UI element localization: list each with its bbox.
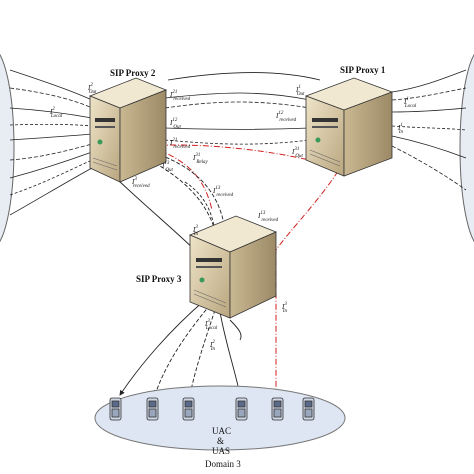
phone-icon [302,397,315,421]
domain3-caption: Domain 3 [205,459,241,469]
proxy2-title: SIP Proxy 2 [110,68,156,78]
domain3-uac: UAC [212,426,231,436]
phone-icon [271,397,284,421]
proxy1-server [304,77,394,177]
proxy1-title: SIP Proxy 1 [340,65,386,75]
left-domain-cloud [0,53,15,243]
right-domain-cloud [459,53,474,243]
left-flow-lines [9,69,93,216]
proxy3-server [188,215,278,319]
proxy2-proxy1-links [164,72,321,145]
right-flow-lines [391,69,467,191]
domain3-amp: & [217,436,224,446]
proxy2-server [88,77,168,183]
phone-icon [109,397,122,421]
phones [109,397,315,421]
phone-icon [182,397,195,421]
phone-icon [235,397,248,421]
phone-icon [146,397,159,421]
domain3-uas: UAS [212,446,230,456]
proxy3-title: SIP Proxy 3 [136,274,182,284]
